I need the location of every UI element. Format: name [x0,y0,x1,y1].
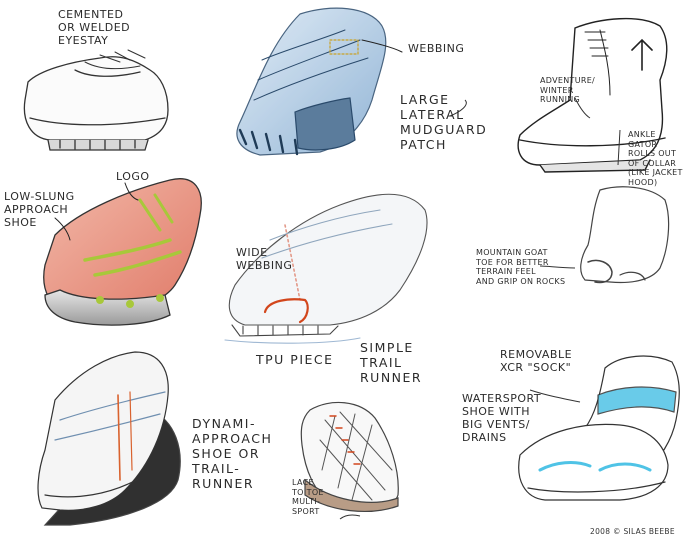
sketch-trail-runner [224,193,428,344]
note-removable: REMOVABLE XCR "SOCK" [500,348,573,374]
note-logo: LOGO [116,170,150,183]
note-eyestay: CEMENTED OR WELDED EYESTAY [58,8,131,47]
note-adventure: ADVENTURE/ WINTER RUNNING [540,76,596,104]
sketch-eyestay-shoe [23,49,169,151]
note-webbing: WEBBING [408,42,465,55]
note-mudguard: LARGE LATERAL MUDGUARD PATCH [400,92,488,152]
annotation-leaders [339,97,621,520]
sketch-webbing-shoe [236,7,403,156]
note-watersport: WATERSPORT SHOE WITH BIG VENTS/ DRAINS [462,392,542,444]
sketch-adventure-boot [517,17,668,173]
note-tpu-piece: TPU PIECE [256,352,334,367]
sketch-multisport-shoe [300,401,399,513]
note-trail-runner: SIMPLE TRAIL RUNNER [360,340,423,385]
note-mountain-goat: MOUNTAIN GOAT TOE FOR BETTER TERRAIN FEE… [476,248,566,286]
sketch-goat-toe-shoe [580,186,670,284]
sketch-watersport-shoe [518,355,680,501]
sketch-dynamic-shoe [37,351,181,526]
sketch-approach-shoe [43,178,202,326]
copyright-text: 2008 © SILAS BEEBE [590,527,675,536]
note-approach: LOW-SLUNG APPROACH SHOE [4,190,75,229]
note-lace-to-toe: LACE TO TOE MULTI- SPORT [292,478,324,516]
note-wide-webbing: WIDE WEBBING [236,246,293,272]
note-dynamic: DYNAMI- APPROACH SHOE OR TRAIL- RUNNER [192,416,273,491]
note-gator: ANKLE GATOR ROLLS OUT OF COLLAR (LIKE JA… [628,130,683,187]
